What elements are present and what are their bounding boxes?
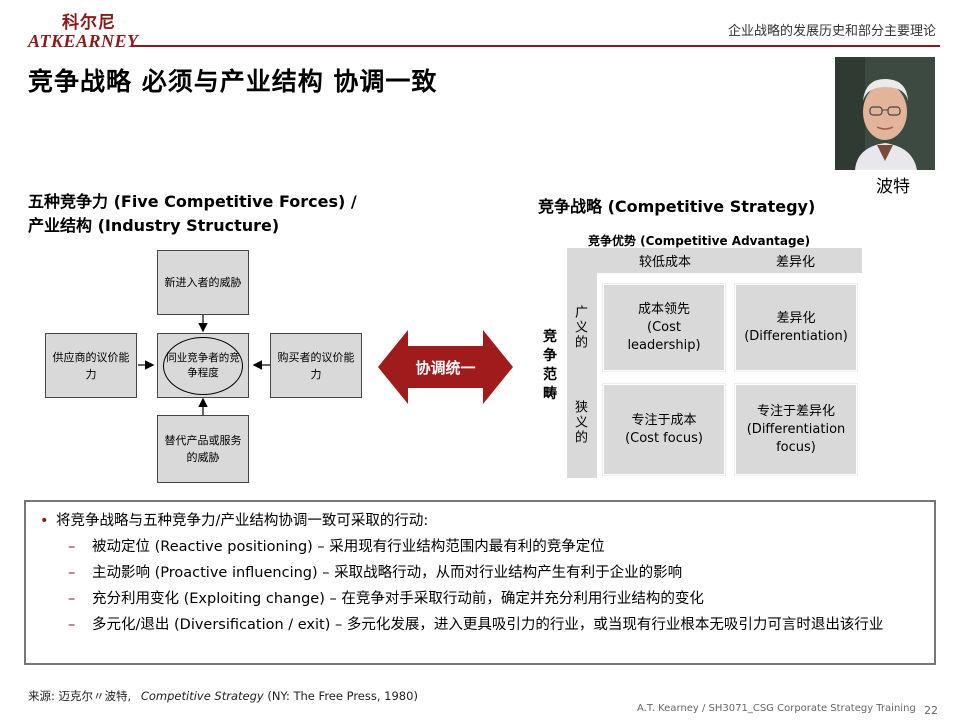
- bullet-icon: •: [40, 513, 49, 529]
- cost-focus-en: (Cost focus): [625, 430, 703, 446]
- cell-cost-leadership: 成本领先 (Cost leadership): [602, 283, 726, 372]
- section-header: 企业战略的发展历史和部分主要理论: [727, 24, 936, 39]
- actions-intro: • 将竞争战略与五种竞争力/产业结构协调一致可采取的行动:: [38, 508, 922, 534]
- cost-focus-cn: 专注于成本: [631, 412, 697, 428]
- actions-box: • 将竞争战略与五种竞争力/产业结构协调一致可采取的行动: – 被动定位 (Re…: [24, 500, 936, 665]
- double-arrow: [378, 330, 513, 404]
- five-forces-title-line1: 五种竞争力 (Five Competitive Forces) /: [28, 192, 357, 211]
- suppliers-box: 供应商的议价能力: [45, 333, 137, 398]
- side-band: [567, 248, 597, 478]
- new-entrants-box: 新进入者的威胁: [157, 250, 249, 315]
- col-header-differentiation: 差异化: [775, 255, 815, 270]
- header-band: [567, 248, 862, 273]
- source-book: Competitive Strategy: [140, 689, 264, 703]
- actions-intro-text: 将竞争战略与五种竞争力/产业结构协调一致可采取的行动:: [56, 513, 429, 529]
- action-item-text: 多元化/退出 (Diversification / exit) – 多元化发展，…: [92, 617, 884, 633]
- action-item-text: 被动定位 (Reactive positioning) – 采用现有行业结构范围…: [92, 539, 605, 555]
- five-forces-title: 五种竞争力 (Five Competitive Forces) / 产业结构 (…: [28, 190, 357, 238]
- action-item: – 主动影响 (Proactive influencing) – 采取战略行动，…: [38, 560, 922, 586]
- competitive-strategy-title: 竞争战略 (Competitive Strategy): [538, 197, 816, 216]
- action-item: – 多元化/退出 (Diversification / exit) – 多元化发…: [38, 612, 922, 636]
- buyers-box: 购买者的议价能力: [270, 333, 362, 398]
- differentiation-en: (Differentiation): [744, 328, 848, 344]
- differentiation-focus-cn: 专注于差异化: [756, 403, 835, 419]
- col-header-low-cost: 较低成本: [638, 255, 691, 270]
- action-item: – 被动定位 (Reactive positioning) – 采用现有行业结构…: [38, 534, 922, 560]
- source-citation: 来源: 迈克尔〃波特, Competitive Strategy (NY: Th…: [28, 688, 418, 704]
- row-header-narrow: 狭义的: [572, 400, 587, 445]
- porter-photo: [835, 57, 935, 170]
- page-number: 22: [924, 704, 938, 717]
- substitutes-box: 替代产品或服务的威胁: [157, 415, 249, 483]
- differentiation-cn: 差异化: [776, 310, 816, 326]
- advantage-label: 竞争优势 (Competitive Advantage): [588, 234, 811, 248]
- logo-english: ATKEARNEY: [28, 31, 139, 51]
- rivalry-ellipse: 同业竞争者的竞争程度: [163, 336, 243, 395]
- cost-leadership-en: (Cost leadership): [627, 319, 701, 353]
- photo-caption: 波特: [876, 177, 910, 197]
- dash-icon: –: [68, 565, 76, 581]
- differentiation-focus-en: (Differentiation focus): [746, 421, 846, 455]
- cell-cost-focus: 专注于成本 (Cost focus): [602, 383, 726, 476]
- header-divider: [132, 45, 940, 47]
- source-prefix: 来源: 迈克尔〃波特,: [28, 689, 132, 703]
- row-header-broad: 广义的: [572, 305, 587, 350]
- source-suffix: (NY: The Free Press, 1980): [267, 689, 418, 703]
- cell-differentiation-focus: 专注于差异化 (Differentiation focus): [734, 383, 858, 476]
- rivalry-box: 同业竞争者的竞争程度: [157, 333, 249, 398]
- page-title: 竞争战略 必须与产业结构 协调一致: [28, 67, 438, 96]
- action-item: – 充分利用变化 (Exploiting change) – 在竞争对手采取行动…: [38, 586, 922, 612]
- cost-leadership-cn: 成本领先: [637, 301, 690, 317]
- cell-differentiation: 差异化 (Differentiation): [734, 283, 858, 372]
- action-item-text: 主动影响 (Proactive influencing) – 采取战略行动，从而…: [92, 565, 683, 581]
- dash-icon: –: [68, 591, 76, 607]
- dash-icon: –: [68, 539, 76, 555]
- logo-chinese: 科尔尼: [62, 13, 116, 33]
- dash-icon: –: [68, 617, 76, 633]
- arrow-label: 协调统一: [415, 359, 476, 377]
- five-forces-title-line2: 产业结构 (Industry Structure): [28, 216, 280, 235]
- scope-label: 竞争范畴: [543, 329, 557, 402]
- action-item-text: 充分利用变化 (Exploiting change) – 在竞争对手采取行动前，…: [92, 591, 704, 607]
- footer-text: A.T. Kearney / SH3071_CSG Corporate Stra…: [637, 703, 916, 714]
